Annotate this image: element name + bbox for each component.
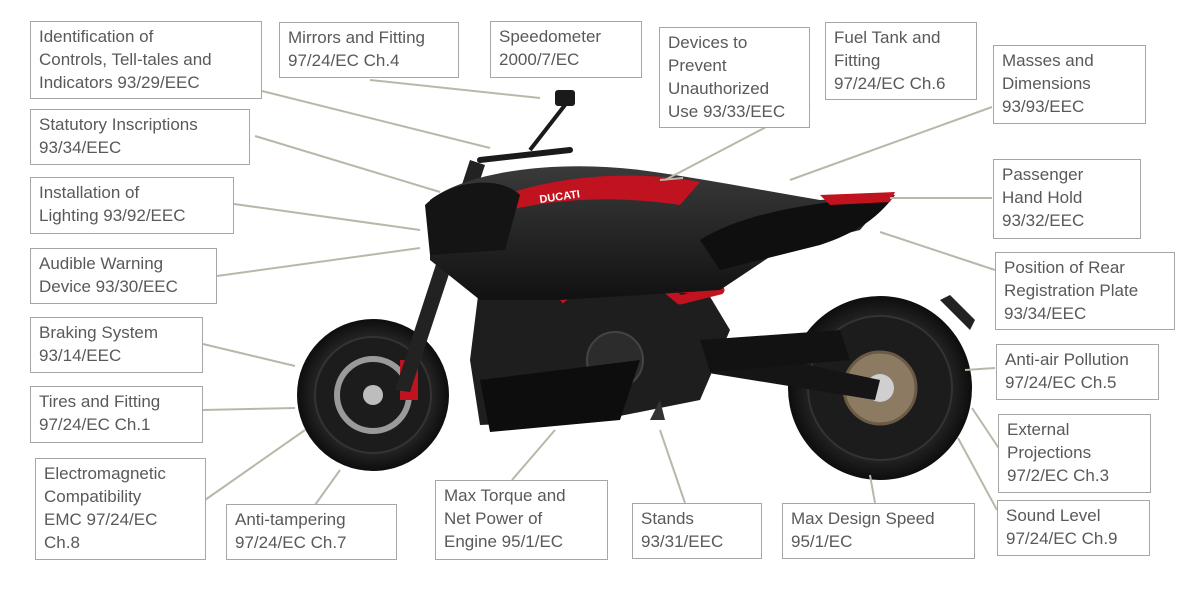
plate-holder [940,295,975,330]
callout-lighting: Installation of Lighting 93/92/EEC [30,177,234,234]
callout-line: Unauthorized [668,79,770,98]
mirror [555,90,575,106]
callout-line: Controls, Tell-tales and [39,50,212,69]
callout-line: Anti-air Pollution [1005,350,1129,369]
callout-unauthorized-use: Devices to Prevent Unauthorized Use 93/3… [659,27,810,128]
callout-line: Identification of [39,27,154,46]
callout-line: Indicators 93/29/EEC [39,73,200,92]
callout-passenger-hand-hold: Passenger Hand Hold 93/32/EEC [993,159,1141,239]
tail-red [820,192,895,205]
brand-logo: DUCATI [539,188,581,206]
callout-line: Registration Plate [1004,281,1139,300]
seat [700,195,895,270]
callout-line: Projections [1007,443,1092,462]
callout-fuel-tank: Fuel Tank and Fitting 97/24/EC Ch.6 [825,22,977,100]
callout-line: Masses and [1002,51,1094,70]
callout-sound-level: Sound Level 97/24/EC Ch.9 [997,500,1150,556]
callout-mirrors: Mirrors and Fitting 97/24/EC Ch.4 [279,22,459,78]
callout-line: 97/24/EC Ch.7 [235,533,347,552]
leader-lines [202,79,1001,511]
callout-line: Tires and Fitting [39,392,161,411]
callout-line: 97/24/EC Ch.1 [39,415,151,434]
belly-pan [480,360,640,432]
callout-emc: Electromagnetic Compatibility EMC 97/24/… [35,458,206,560]
callout-line: Lighting 93/92/EEC [39,206,186,225]
callout-line: 95/1/EC [791,532,853,551]
callout-line: Compatibility [44,487,142,506]
callout-max-torque-power: Max Torque and Net Power of Engine 95/1/… [435,480,608,560]
callout-line: Passenger [1002,165,1084,184]
callout-statutory-inscriptions: Statutory Inscriptions 93/34/EEC [30,109,250,165]
callout-line: Speedometer [499,27,602,46]
callout-braking-system: Braking System 93/14/EEC [30,317,203,373]
callout-stands: Stands 93/31/EEC [632,503,762,559]
callout-line: 2000/7/EC [499,50,580,69]
callout-line: Engine 95/1/EC [444,532,564,551]
callout-line: 93/31/EEC [641,532,724,551]
callout-external-projections: External Projections 97/2/EC Ch.3 [998,414,1151,493]
exhaust [700,330,850,372]
callout-line: Device 93/30/EEC [39,277,178,296]
tank-red-stripe [505,175,700,210]
callout-line: Installation of [39,183,140,202]
callout-max-design-speed: Max Design Speed 95/1/EC [782,503,975,559]
callout-anti-air-pollution: Anti-air Pollution 97/24/EC Ch.5 [996,344,1159,400]
callout-tires-fitting: Tires and Fitting 97/24/EC Ch.1 [30,386,203,443]
callout-line: Fuel Tank and [834,28,941,47]
callout-line: Statutory Inscriptions [39,115,198,134]
callout-speedometer: Speedometer 2000/7/EC [490,21,642,78]
callout-line: 93/32/EEC [1002,211,1085,230]
callout-line: Braking System [39,323,159,342]
headlight-nacelle [425,182,520,255]
callout-line: 97/24/EC Ch.9 [1006,529,1118,548]
callout-line: Dimensions [1002,74,1091,93]
callout-line: Hand Hold [1002,188,1083,207]
callout-line: Mirrors and Fitting [288,28,425,47]
callout-line: Net Power of [444,509,543,528]
callout-line: 97/24/EC Ch.6 [834,74,946,93]
callout-line: 93/34/EEC [1004,304,1087,323]
callout-controls-telltales: Identification of Controls, Tell-tales a… [30,21,262,99]
side-stand [650,400,665,420]
callout-line: 93/34/EEC [39,138,122,157]
callout-line: Anti-tampering [235,510,346,529]
callout-anti-tampering: Anti-tampering 97/24/EC Ch.7 [226,504,397,560]
callout-line: 97/2/EC Ch.3 [1007,466,1110,485]
callout-line: 97/24/EC Ch.5 [1005,373,1117,392]
callout-masses-dimensions: Masses and Dimensions 93/93/EEC [993,45,1146,124]
callout-audible-warning: Audible Warning Device 93/30/EEC [30,248,217,304]
callout-line: Max Torque and [444,486,566,505]
callout-line: Electromagnetic [44,464,166,483]
callout-line: Ch.8 [44,533,80,552]
callout-line: Sound Level [1006,506,1101,525]
handlebar [477,147,573,163]
callout-line: Position of Rear [1004,258,1125,277]
callout-line: Audible Warning [39,254,164,273]
callout-line: 97/24/EC Ch.4 [288,51,400,70]
callout-rear-registration-plate: Position of Rear Registration Plate 93/3… [995,252,1175,330]
callout-line: External [1007,420,1070,439]
callout-line: EMC 97/24/EC [44,510,158,529]
callout-line: 93/14/EEC [39,346,122,365]
callout-line: 93/93/EEC [1002,97,1085,116]
callout-line: Stands [641,509,694,528]
callout-line: Max Design Speed [791,509,935,528]
callout-line: Use 93/33/EEC [668,102,786,121]
callout-line: Prevent [668,56,727,75]
callout-line: Fitting [834,51,881,70]
mirror-stem [528,103,567,152]
callout-line: Devices to [668,33,748,52]
